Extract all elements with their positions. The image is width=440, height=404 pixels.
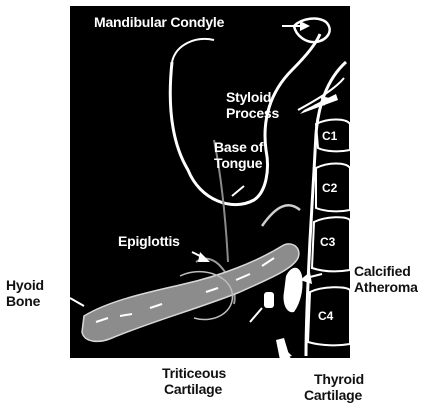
label-mandibular-condyle: Mandibular Condyle	[94, 14, 225, 30]
label-styloid-process-line1: Styloid	[226, 89, 271, 105]
label-epiglottis: Epiglottis	[118, 233, 180, 249]
label-calcified-atheroma-line2: Atheroma	[354, 279, 418, 295]
label-hyoid-bone-line1: Hyoid	[6, 277, 44, 293]
label-hyoid-bone-line2: Bone	[6, 293, 41, 309]
vertebra-label-c2: C2	[322, 181, 338, 195]
label-calcified-atheroma-line1: Calcified	[354, 263, 411, 279]
label-thyroid-cartilage-line2: Cartilage	[304, 387, 363, 403]
label-triticeous-cartilage-line1: Triticeous	[162, 365, 227, 381]
label-triticeous-cartilage-line2: Cartilage	[164, 381, 223, 397]
vertebra-label-c1: C1	[322, 129, 338, 143]
label-styloid-process-line2: Process	[226, 105, 279, 121]
vertebra-label-c3: C3	[320, 235, 336, 249]
label-base-of-tongue-line1: Base of	[214, 139, 264, 155]
vertebra-label-c4: C4	[318, 309, 334, 323]
label-base-of-tongue-line2: Tongue	[214, 155, 263, 171]
triticeous-cartilage	[264, 292, 274, 308]
label-thyroid-cartilage-line1: Thyroid	[314, 371, 364, 387]
